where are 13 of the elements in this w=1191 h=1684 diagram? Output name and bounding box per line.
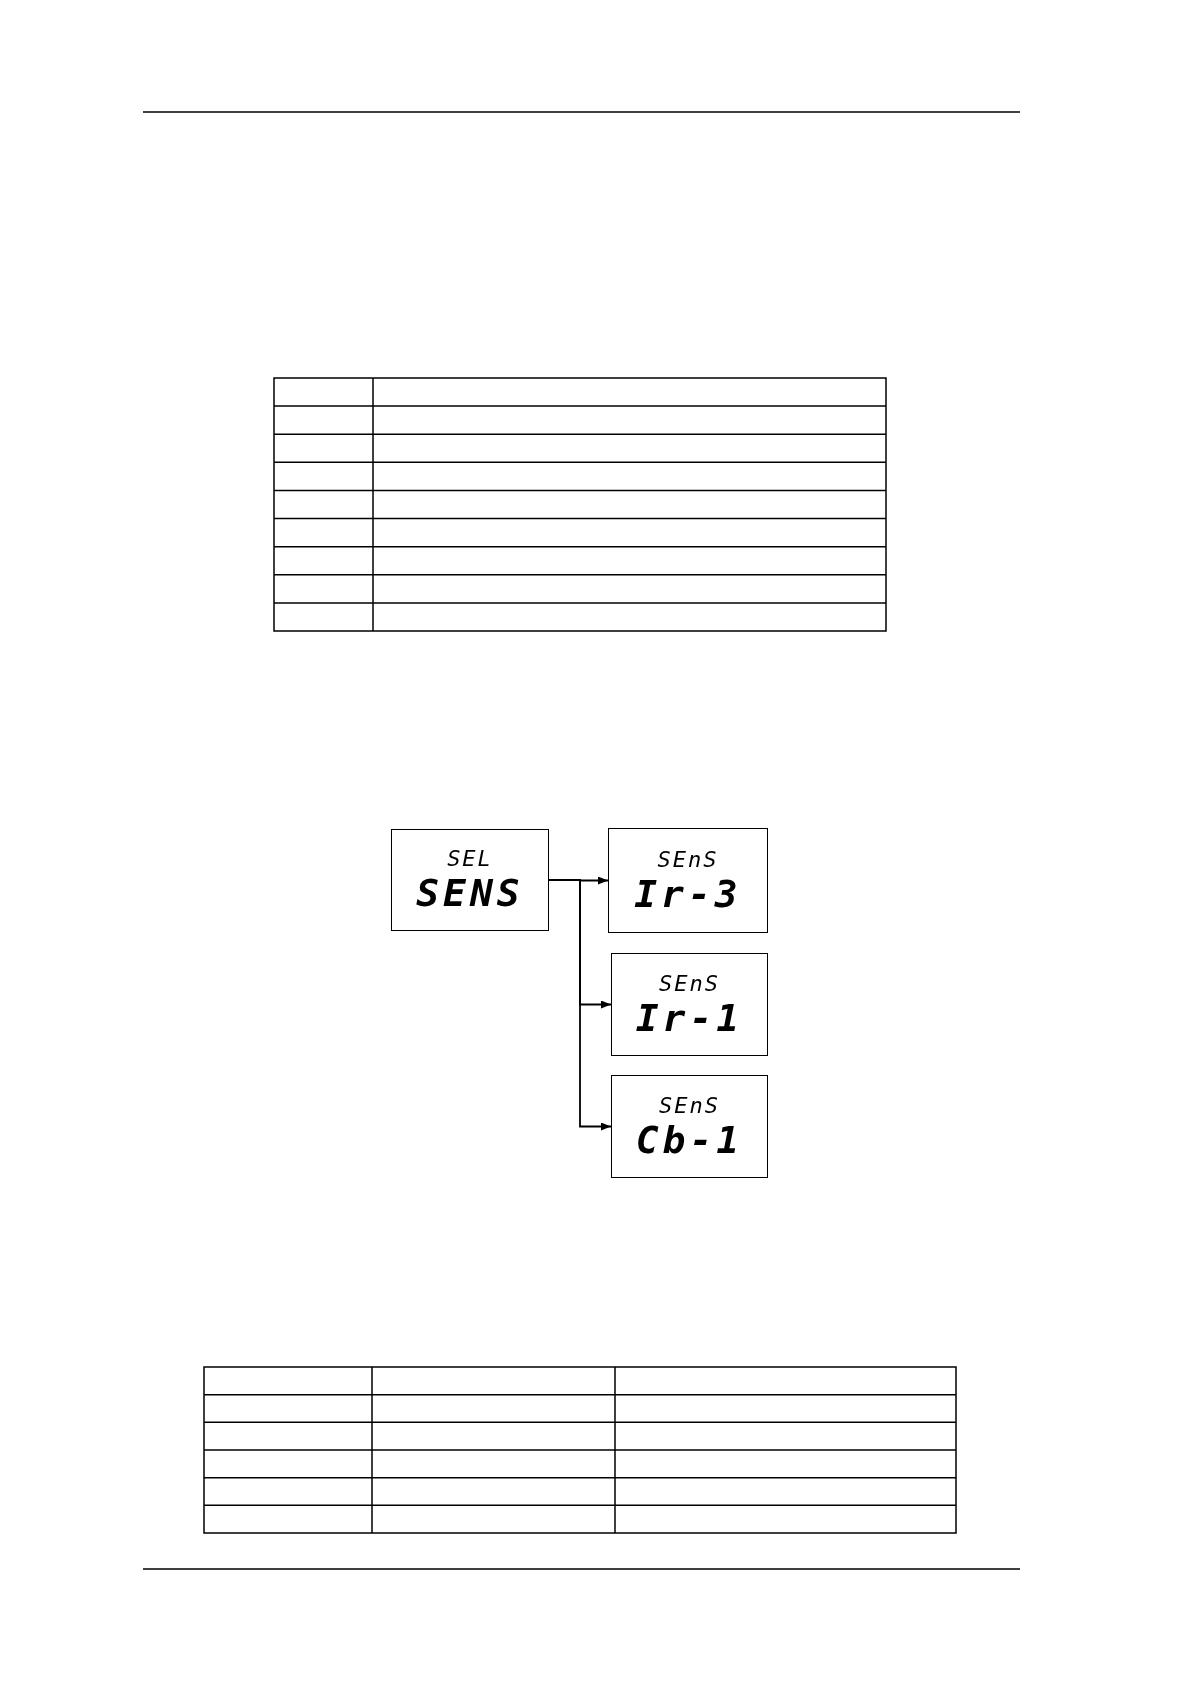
arrow xyxy=(548,879,612,1131)
display-lower-text: SENS xyxy=(416,872,524,914)
display-lower-text: Cb-1 xyxy=(635,1118,744,1161)
display-lower-text: Ir-3 xyxy=(634,872,742,915)
display-upper-text: SEL xyxy=(447,846,493,872)
display-upper-text: SEnS xyxy=(659,1092,720,1119)
lcd-display-box xyxy=(611,1075,768,1178)
display-lower-text: Ir-1 xyxy=(635,996,744,1039)
lcd-display-box xyxy=(611,953,768,1056)
lcd-display-box xyxy=(391,829,549,931)
display-upper-text: SEnS xyxy=(657,846,719,873)
display-upper-text: SEnS xyxy=(659,970,720,997)
lcd-display-box xyxy=(608,828,768,933)
